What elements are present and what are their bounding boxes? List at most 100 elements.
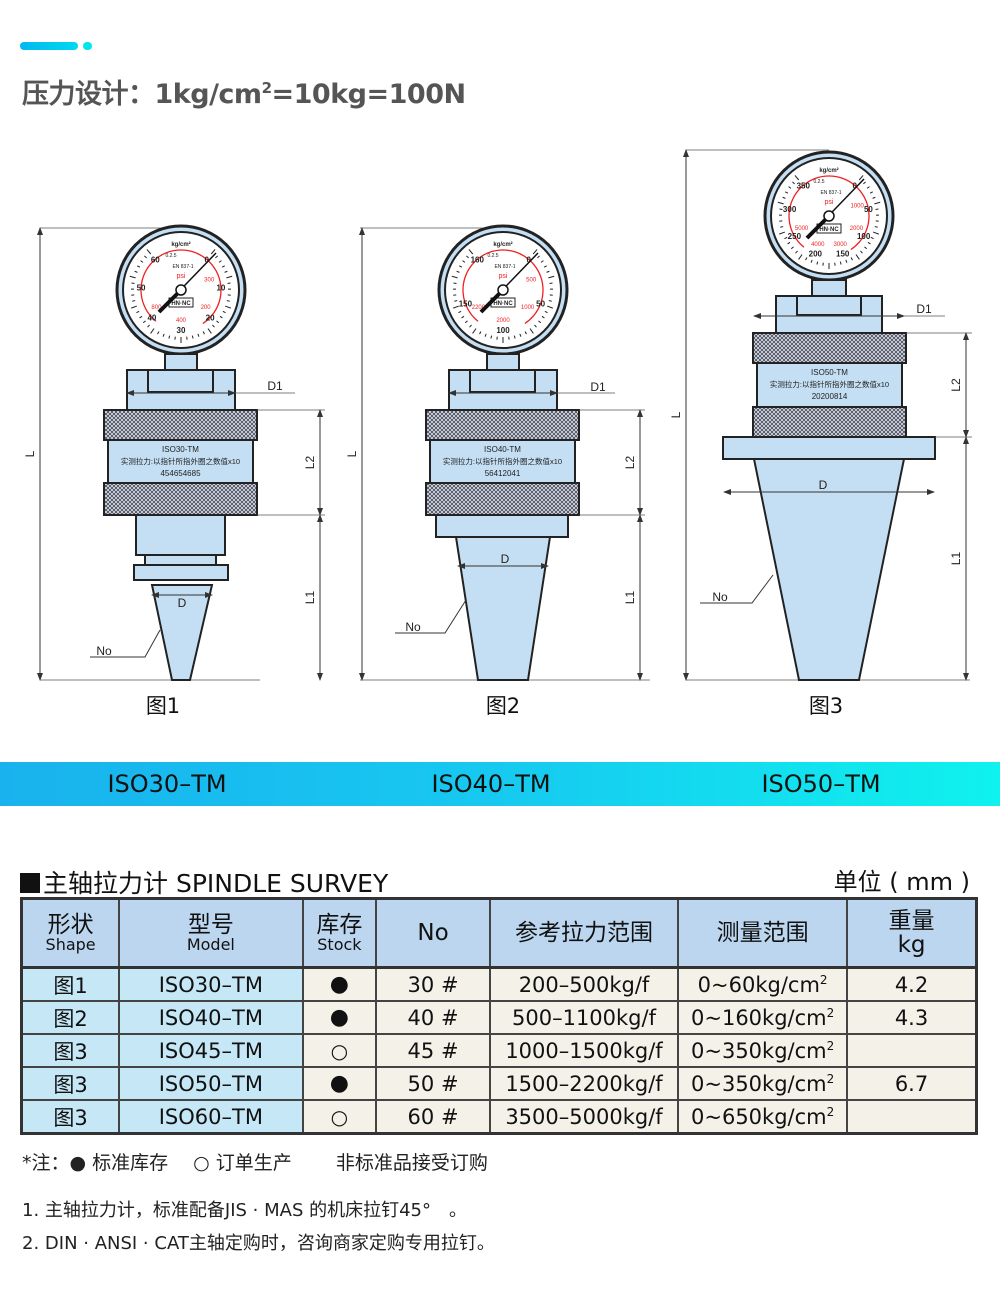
gauge-stem	[811, 279, 847, 297]
range-sup: 2	[819, 972, 828, 987]
force-value: 500–1100kg/f	[512, 1005, 656, 1030]
gauge-psi-label: 2000	[850, 226, 864, 232]
title-text-suffix: =10kg=100N	[271, 79, 467, 110]
gauge-outer-label: 0	[204, 255, 209, 264]
gauge-tick	[794, 175, 800, 181]
band-label-iso40: ISO40–TM	[431, 770, 551, 798]
knurl-ring-bottom	[752, 406, 907, 438]
shape-value: 图3	[53, 1039, 88, 1064]
label-serial: 56412041	[485, 469, 521, 478]
gauge-outer-label: 40	[147, 313, 156, 322]
gauge-tick	[792, 181, 795, 185]
taper	[150, 584, 214, 681]
gauge-tick	[544, 310, 548, 314]
gauge-tick	[226, 275, 233, 279]
gauge-tick	[524, 331, 527, 335]
gauge-tick	[855, 254, 860, 260]
dimension-label: L	[23, 450, 37, 457]
gauge-tick	[795, 250, 798, 254]
note-line-1: 1. 主轴拉力计，标准配备JIS · MAS 的机床拉钉45° 。	[22, 1200, 467, 1221]
gauge-tick	[218, 260, 222, 263]
gauge-tick	[142, 320, 146, 324]
gauge-tick	[139, 315, 143, 319]
gauge-psi-label: 200	[201, 305, 212, 311]
cell-weight	[846, 1099, 978, 1135]
gauge-tick	[869, 191, 873, 194]
dimension-label: L2	[949, 378, 963, 392]
range-value: 0~350kg/cm	[691, 1038, 827, 1063]
gauge-tick	[490, 335, 493, 339]
gauge-psi: psi	[825, 199, 834, 206]
model-value: ISO40–TM	[158, 1005, 263, 1030]
cell-force: 200–500kg/f	[488, 966, 680, 1002]
column-header-zh: 型号	[187, 911, 234, 938]
label-serial: 454654685	[160, 469, 201, 478]
label-model: ISO30-TM	[162, 445, 199, 454]
gauge-tick	[540, 260, 544, 263]
section-title: 主轴拉力计 SPINDLE SURVEY	[20, 864, 388, 900]
figure-caption-3: 图3	[808, 694, 844, 718]
gauge-tick	[215, 255, 218, 259]
column-header-en: kg	[897, 932, 926, 958]
gauge-standard: EN 837-1	[820, 190, 841, 196]
gauge-tick	[484, 333, 487, 337]
gauge-tick	[132, 300, 136, 302]
dimension-label: L1	[949, 552, 963, 566]
gauge-psi-arc	[788, 175, 870, 257]
gauge-outer-label: 20	[206, 313, 215, 322]
gauge-tick	[779, 231, 786, 235]
gauge-outer-label: 300	[783, 205, 797, 214]
gauge-needle-tail	[805, 216, 829, 240]
cell-model: ISO50–TM	[118, 1066, 304, 1101]
gauge-tick	[216, 320, 220, 324]
shape-value: 图1	[53, 973, 88, 998]
column-header-zh: 形状	[47, 911, 94, 938]
cell-range: 0~160kg/cm2	[677, 1000, 849, 1035]
cell-model: ISO60–TM	[118, 1099, 304, 1135]
gauge-tick	[860, 250, 863, 254]
dimension-label: L1	[623, 591, 637, 605]
gauge-outer-label: 10	[216, 284, 225, 293]
gauge-tick	[874, 226, 878, 228]
band-label-iso50: ISO50–TM	[761, 770, 881, 798]
gauge-psi-label: 2000	[496, 318, 510, 324]
d1-label: D1	[590, 380, 606, 394]
gauge-psi: psi	[177, 273, 186, 280]
gauge-tick	[816, 261, 819, 265]
stock-value: ●	[329, 1071, 349, 1096]
stock-value: ○	[330, 1038, 349, 1063]
no-label: No	[405, 620, 421, 634]
no-value: 30 #	[407, 972, 459, 997]
gauge-tick	[850, 257, 853, 261]
range-sup: 2	[826, 1038, 835, 1053]
label-band	[107, 439, 254, 484]
cell-shape: 图3	[20, 1033, 121, 1068]
gauge-tick	[872, 196, 876, 199]
gauge-outer-label: 50	[536, 300, 545, 309]
gauge-tick	[157, 331, 160, 335]
gauge-outer-label: 0	[852, 181, 857, 190]
no-value: 40 #	[407, 1005, 459, 1030]
force-value: 1000–1500kg/f	[505, 1038, 663, 1063]
neck	[144, 554, 217, 566]
unit-label: 单位 ( mm )	[833, 868, 970, 896]
gauge-psi: psi	[499, 273, 508, 280]
cell-no: 50 #	[375, 1066, 491, 1101]
cell-no: 45 #	[375, 1033, 491, 1068]
gauge-tick	[136, 310, 140, 314]
gauge-tick	[466, 255, 469, 259]
knurl-ring-top	[103, 409, 258, 441]
range-value: 0~650kg/cm	[691, 1104, 827, 1129]
cell-no: 30 #	[375, 966, 491, 1002]
cell-range: 0~650kg/cm2	[677, 1099, 849, 1135]
gauge-tick	[453, 305, 460, 309]
gauge-needle-tail	[479, 290, 503, 314]
gauge-psi-label: 5000	[795, 226, 809, 232]
model-value: ISO60–TM	[158, 1104, 263, 1129]
range-sup: 2	[826, 1005, 835, 1020]
